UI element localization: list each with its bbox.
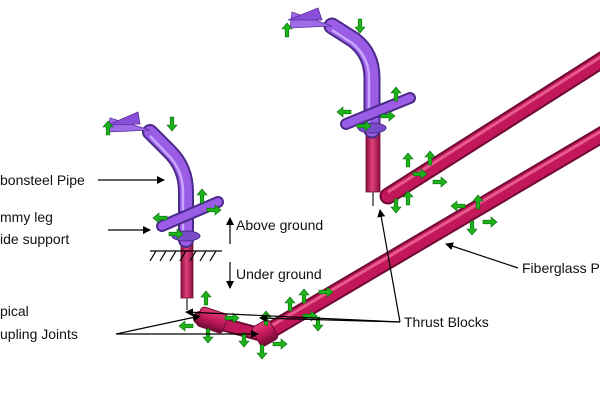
right-vent-cone [287, 7, 333, 29]
label-carbon-steel-pipe: bonsteel Pipe [0, 172, 85, 188]
right-steel-pipe [323, 17, 381, 139]
label-above-ground: Above ground [236, 217, 323, 233]
label-fiberglass-pipe: Fiberglass P [522, 260, 600, 276]
leader-thrust-3 [259, 314, 401, 323]
label-under-ground: Under ground [236, 266, 322, 282]
label-thrust-blocks: Thrust Blocks [404, 314, 489, 330]
leader-coupling-1 [115, 313, 201, 335]
coupling-joint-2 [251, 319, 279, 347]
label-coupling-line1: pical [0, 303, 29, 319]
coupling-joint-1 [196, 306, 228, 334]
leader-thrust-1 [377, 209, 401, 323]
right-fiberglass-riser [365, 129, 381, 206]
label-dummy-leg-line1: mmy leg [0, 209, 53, 225]
ground-hatching [149, 250, 222, 262]
leader-lines [98, 176, 519, 338]
leader-thrust-2 [185, 308, 401, 323]
left-vent-cone [107, 111, 151, 133]
label-dummy-leg-line2: ide support [0, 231, 69, 247]
label-coupling-line2: upling Joints [0, 326, 78, 342]
leader-fiberglass [445, 242, 519, 269]
left-steel-pipe [142, 124, 194, 248]
fiberglass-pipe-lower [257, 126, 600, 342]
